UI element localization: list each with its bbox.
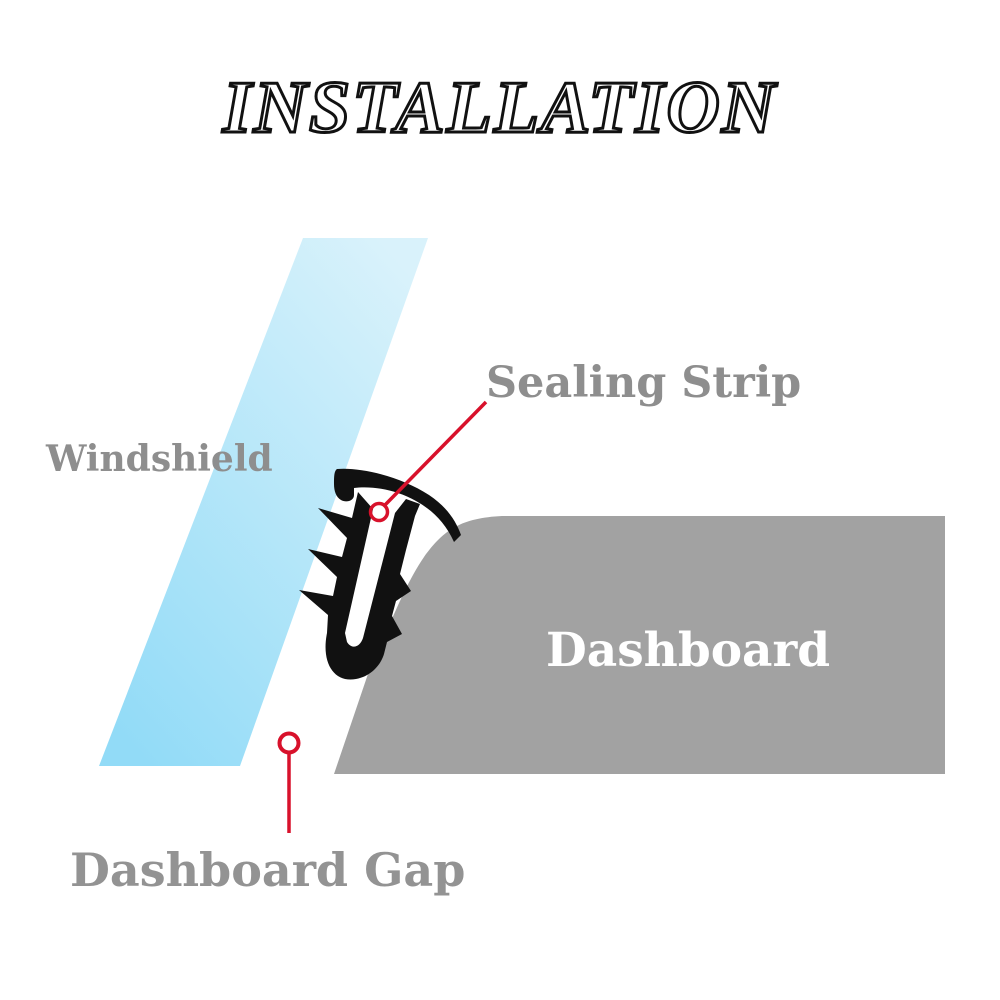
windshield-label: Windshield bbox=[46, 438, 273, 480]
page-title: INSTALLATION bbox=[221, 66, 778, 151]
sealing-strip-label: Sealing Strip bbox=[486, 358, 802, 408]
dashboard-gap-label: Dashboard Gap bbox=[70, 843, 466, 897]
leader-line-sealing-strip bbox=[383, 400, 488, 507]
marker-circle-sealing-strip bbox=[368, 501, 390, 523]
sealing-strip-lip bbox=[334, 468, 461, 542]
sealing-strip-profile bbox=[299, 492, 420, 680]
dashboard-panel bbox=[334, 516, 945, 774]
windshield-glass bbox=[99, 238, 428, 766]
dashboard-label: Dashboard bbox=[546, 623, 831, 678]
marker-circle-dashboard-gap bbox=[277, 731, 301, 755]
